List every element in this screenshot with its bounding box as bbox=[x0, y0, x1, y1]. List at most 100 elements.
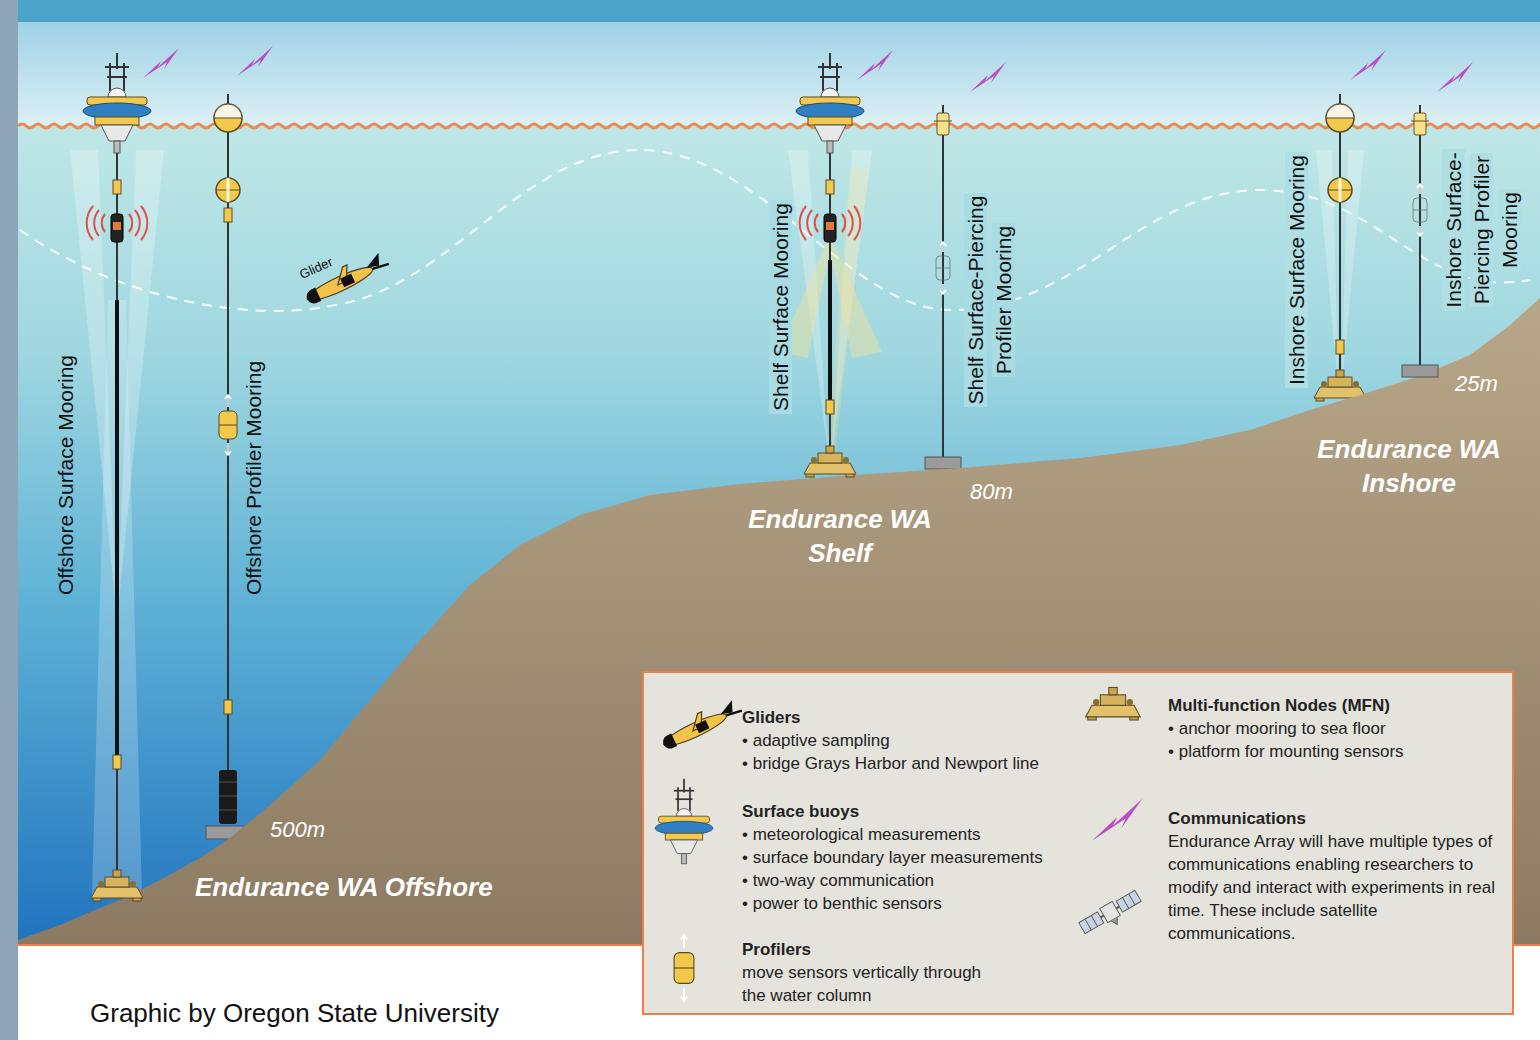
shelf-profiler-mooring bbox=[925, 457, 961, 469]
legend-text: • surface boundary layer measurements bbox=[742, 846, 1072, 869]
inshore-profiler-mooring bbox=[1419, 135, 1421, 365]
depth-label-box: 80m bbox=[970, 479, 1013, 505]
legend-text: Endurance Array will have multiple types… bbox=[1168, 830, 1503, 945]
legend-text: • anchor mooring to sea floor bbox=[1168, 717, 1498, 740]
shelf-surface-mooring bbox=[800, 206, 861, 242]
inshore-surface-mooring bbox=[1336, 340, 1344, 354]
offshore-profiler-mooring bbox=[224, 208, 232, 222]
depth-label-box: 25m bbox=[1455, 371, 1498, 397]
legend-panel bbox=[1086, 687, 1141, 720]
shelf-surface-mooring bbox=[778, 50, 893, 462]
site-label: Endurance WA Offshore bbox=[195, 872, 493, 902]
shelf-surface-mooring bbox=[826, 166, 868, 462]
top-band bbox=[18, 0, 1540, 22]
offshore-profiler-mooring bbox=[214, 94, 242, 132]
mooring-label: Inshore Surface Mooring bbox=[1285, 152, 1308, 388]
mooring-label-box: Shelf Surface-Piercing Profiler Mooring bbox=[962, 180, 1018, 420]
legend-panel bbox=[1078, 889, 1145, 941]
legend-panel bbox=[655, 779, 713, 864]
legend-heading: Profilers bbox=[742, 938, 1007, 961]
offshore-profiler-mooring bbox=[219, 810, 237, 811]
depth-label: 25m bbox=[1455, 371, 1498, 396]
seafloor-anchors bbox=[804, 446, 856, 477]
legend-item: Multi-function Nodes (MFN)• anchor moori… bbox=[1168, 694, 1498, 763]
mooring-label: Offshore Profiler Mooring bbox=[242, 358, 265, 598]
depth-label: 80m bbox=[970, 479, 1013, 504]
offshore-profiler-mooring bbox=[206, 46, 273, 839]
mooring-label-box: Offshore Surface Mooring bbox=[52, 325, 80, 625]
seafloor-anchors bbox=[1402, 365, 1438, 377]
depth-label-box: 500m bbox=[270, 817, 325, 843]
seafloor-anchors bbox=[91, 870, 143, 901]
offshore-profiler-mooring bbox=[219, 395, 237, 455]
mooring-label: Shelf Surface-Piercing Profiler Mooring bbox=[964, 193, 1015, 408]
shelf-surface-mooring bbox=[826, 180, 834, 194]
legend-item: Surface buoys• meteorological measuremen… bbox=[742, 800, 1072, 915]
shelf-surface-mooring bbox=[857, 50, 893, 80]
legend-panel bbox=[643, 672, 1513, 1014]
legend-panel bbox=[1092, 799, 1142, 841]
offshore-surface-mooring bbox=[70, 48, 179, 895]
inshore-surface-mooring bbox=[1326, 94, 1354, 132]
offshore-surface-mooring bbox=[113, 180, 121, 194]
legend-text: • platform for mounting sensors bbox=[1168, 740, 1498, 763]
offshore-surface-mooring bbox=[83, 53, 151, 153]
inshore-surface-mooring bbox=[1314, 50, 1386, 401]
offshore-surface-mooring bbox=[87, 206, 148, 242]
glider-vehicle bbox=[301, 249, 391, 306]
offshore-profiler-mooring bbox=[237, 46, 273, 76]
legend-text: • adaptive sampling bbox=[742, 729, 1072, 752]
legend-heading: Communications bbox=[1168, 807, 1503, 830]
mooring-label: Inshore Surface-Piercing Profiler Moorin… bbox=[1442, 149, 1521, 310]
frame-stripe bbox=[0, 0, 18, 1040]
mooring-label-box: Inshore Surface-Piercing Profiler Moorin… bbox=[1440, 140, 1524, 320]
shelf-surface-mooring bbox=[826, 400, 834, 414]
legend-text: • meteorological measurements bbox=[742, 823, 1072, 846]
site-label: Endurance WA Inshore bbox=[1317, 434, 1500, 498]
mooring-label: Shelf Surface Mooring bbox=[769, 200, 792, 414]
offshore-profiler-mooring bbox=[219, 782, 237, 783]
inshore-profiler-mooring bbox=[1437, 62, 1473, 92]
shelf-profiler-mooring bbox=[942, 135, 944, 458]
glider-vehicle bbox=[301, 249, 391, 306]
mooring-label-box: Shelf Surface Mooring bbox=[767, 167, 795, 447]
offshore-surface-mooring bbox=[113, 755, 121, 769]
offshore-profiler-mooring bbox=[224, 700, 232, 714]
inshore-profiler-mooring bbox=[1413, 184, 1427, 236]
legend-panel bbox=[674, 935, 694, 1001]
site-label: Endurance WA Shelf bbox=[748, 504, 931, 568]
legend-item: CommunicationsEndurance Array will have … bbox=[1168, 807, 1503, 945]
legend-panel bbox=[643, 672, 1513, 1014]
shelf-profiler-mooring bbox=[970, 62, 1006, 92]
shelf-surface-mooring bbox=[828, 260, 832, 400]
mooring-label-box: Offshore Profiler Mooring bbox=[240, 328, 268, 628]
inshore-surface-mooring bbox=[1339, 132, 1341, 372]
offshore-profiler-mooring bbox=[219, 770, 237, 824]
caption: Graphic by Oregon State University bbox=[90, 998, 499, 1029]
water-surface-line bbox=[18, 124, 1540, 128]
legend-panel bbox=[658, 696, 744, 751]
shelf-profiler-mooring bbox=[936, 242, 950, 294]
legend-heading: Surface buoys bbox=[742, 800, 1072, 823]
legend-heading: Multi-function Nodes (MFN) bbox=[1168, 694, 1498, 717]
site-label-box: Endurance WA Shelf bbox=[735, 502, 945, 570]
sky bbox=[18, 22, 1540, 126]
legend-item: Gliders• adaptive sampling• bridge Grays… bbox=[742, 706, 1072, 775]
offshore-profiler-mooring bbox=[219, 796, 237, 797]
legend-heading: Gliders bbox=[742, 706, 1072, 729]
depth-label: 500m bbox=[270, 817, 325, 842]
legend-item: Profilersmove sensors vertically through… bbox=[742, 938, 1007, 1007]
offshore-surface-mooring bbox=[115, 300, 119, 760]
inshore-profiler-mooring bbox=[1411, 105, 1429, 135]
water-surface bbox=[18, 124, 1540, 128]
mooring-label-box: Inshore Surface Mooring bbox=[1283, 130, 1311, 410]
shelf-profiler-mooring bbox=[934, 105, 952, 135]
inshore-surface-mooring bbox=[1328, 178, 1352, 202]
legend-text: • two-way communication bbox=[742, 869, 1072, 892]
site-label-box: Endurance WA Offshore bbox=[195, 870, 493, 904]
site-label-box: Endurance WA Inshore bbox=[1304, 432, 1514, 500]
offshore-profiler-mooring bbox=[216, 178, 240, 202]
shelf-surface-mooring bbox=[796, 53, 864, 153]
legend-text: move sensors vertically through the wate… bbox=[742, 961, 1007, 1007]
